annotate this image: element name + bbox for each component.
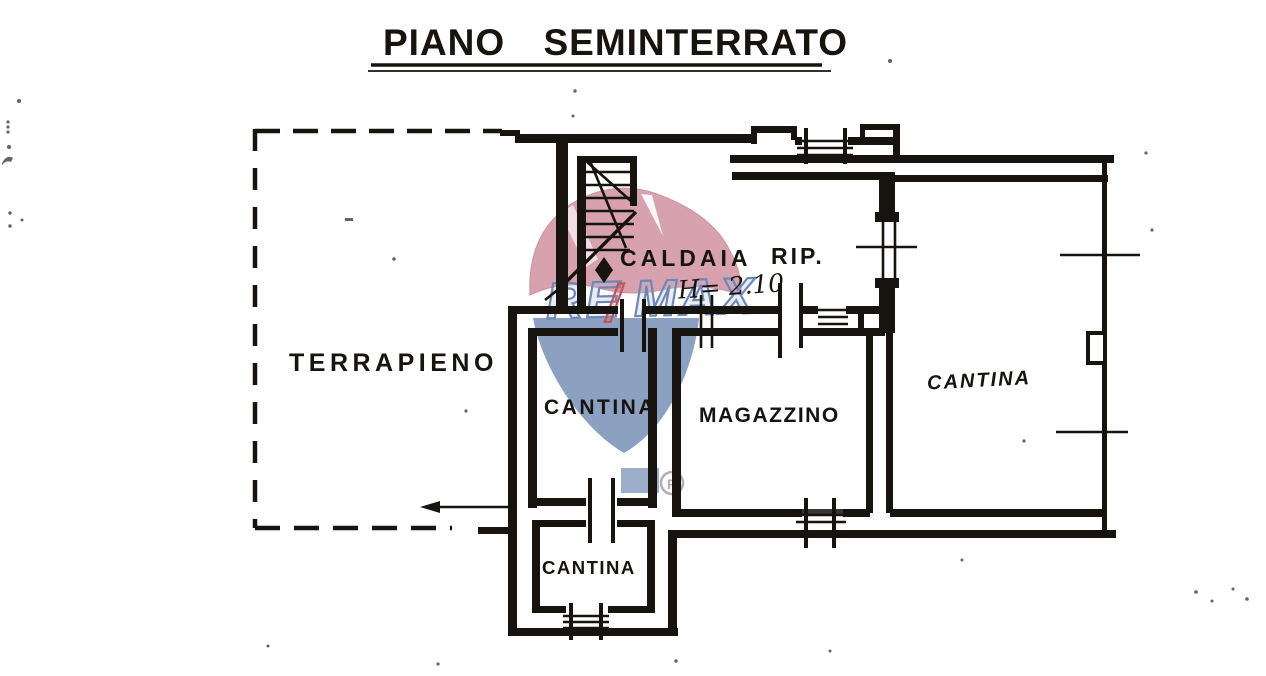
room-label-terrapieno: TERRAPIENO	[289, 349, 498, 377]
room-label-cantina-right: CANTINA	[927, 367, 1032, 394]
terrapieno-dashed-boundary	[252, 128, 502, 531]
room-labels: TERRAPIENO CALDAIA RIP. H= 2.10 CANTINA …	[289, 243, 1032, 578]
caldaia-height-note: H= 2.10	[676, 268, 785, 304]
balloon-segment-gap	[641, 194, 663, 236]
room-label-magazzino: MAGAZZINO	[699, 404, 840, 427]
leader-arrowhead	[420, 501, 440, 513]
room-label-cantina-middle: CANTINA	[544, 396, 656, 419]
room-label-rip: RIP.	[771, 243, 825, 269]
wall-niche	[1086, 331, 1107, 365]
balloon-bottom-blue	[533, 318, 699, 453]
scan-noise	[2, 59, 1249, 666]
room-label-caldaia: CALDAIA	[620, 245, 752, 271]
stair-landing-mark	[595, 257, 613, 283]
staircase	[544, 156, 638, 313]
room-label-cantina-bottom: CANTINA	[542, 557, 636, 578]
stair-break-line	[554, 210, 638, 294]
page-title: PIANO SEMINTERRATO	[383, 22, 848, 63]
remax-text-max: MAX	[633, 267, 757, 327]
doors-windows-symbols	[420, 128, 1140, 640]
drawing-title-block: PIANO SEMINTERRATO	[368, 22, 848, 72]
